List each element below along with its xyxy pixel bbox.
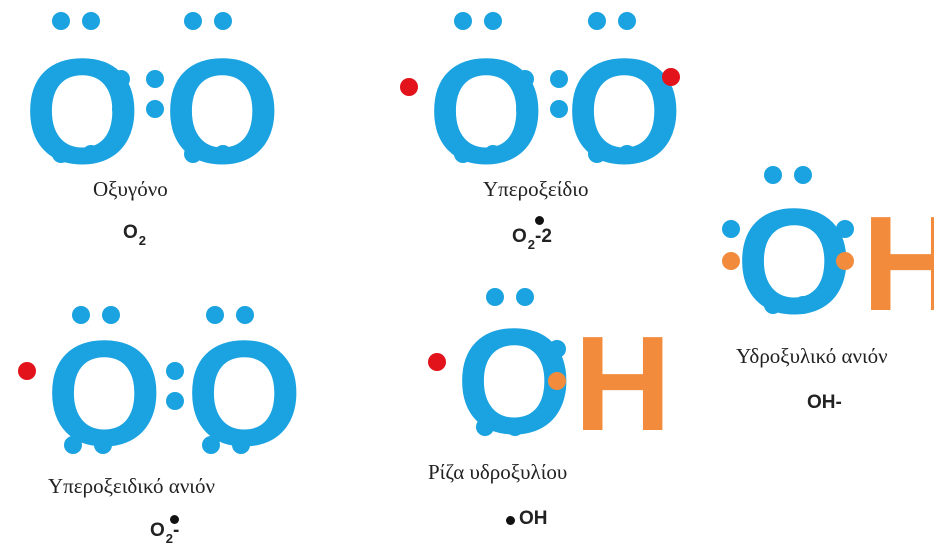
electron-dot bbox=[550, 100, 568, 118]
electron-dot bbox=[184, 12, 202, 30]
oxygen-atom-right: O bbox=[566, 27, 683, 195]
electron-dot bbox=[794, 166, 812, 184]
unpaired-electron-dot bbox=[428, 353, 446, 371]
electron-dot bbox=[82, 12, 100, 30]
hydrogen-atom: H bbox=[862, 188, 934, 339]
electron-dot bbox=[236, 306, 254, 324]
electron-dot bbox=[102, 306, 120, 324]
electron-dot bbox=[764, 166, 782, 184]
electron-dot bbox=[166, 392, 184, 410]
electron-dot bbox=[52, 12, 70, 30]
electron-dot bbox=[134, 392, 152, 410]
electron-dot bbox=[836, 252, 854, 270]
unpaired-electron-dot bbox=[400, 78, 418, 96]
structure-name: Υπεροξείδιο bbox=[483, 177, 589, 201]
formula-main: O bbox=[512, 226, 527, 247]
structure-formula: OH bbox=[519, 508, 548, 530]
radical-dot bbox=[170, 515, 179, 524]
structure-name: Ρίζα υδροξυλίου bbox=[428, 460, 568, 484]
electron-dot bbox=[454, 12, 472, 30]
electron-dot bbox=[64, 436, 82, 454]
electron-dot bbox=[548, 340, 566, 358]
radical-dot bbox=[535, 216, 544, 225]
formula-main: OH bbox=[519, 508, 548, 529]
structure-name: Οξυγόνο bbox=[93, 177, 168, 201]
structure-formula: O2-2 bbox=[512, 226, 552, 252]
electron-dot bbox=[454, 145, 472, 163]
formula-main: OH- bbox=[807, 392, 842, 413]
formula-suffix: - bbox=[173, 520, 180, 541]
electron-dot bbox=[202, 436, 220, 454]
electron-dot bbox=[232, 436, 250, 454]
electron-dot bbox=[82, 145, 100, 163]
electron-dot bbox=[618, 145, 636, 163]
electron-dot bbox=[506, 418, 524, 436]
electron-dot bbox=[722, 220, 740, 238]
electron-dot bbox=[764, 296, 782, 314]
electron-dot bbox=[722, 252, 740, 270]
structure-name: Υδροξυλικό ανιόν bbox=[736, 344, 888, 368]
unpaired-electron-dot bbox=[662, 68, 680, 86]
electron-dot bbox=[516, 288, 534, 306]
electron-dot bbox=[214, 12, 232, 30]
electron-dot bbox=[588, 12, 606, 30]
electron-dot bbox=[484, 12, 502, 30]
electron-dot bbox=[550, 70, 568, 88]
oxygen-atom: O bbox=[736, 177, 853, 345]
electron-dot bbox=[146, 100, 164, 118]
formula-subscript: 2 bbox=[138, 233, 147, 248]
formula-subscript: 2 bbox=[527, 237, 536, 252]
electron-dot bbox=[476, 418, 494, 436]
electron-dot bbox=[146, 70, 164, 88]
oxygen-atom-right: O bbox=[164, 27, 281, 195]
structure-formula: OH- bbox=[807, 392, 842, 414]
electron-dot bbox=[548, 372, 566, 390]
electron-dot bbox=[588, 145, 606, 163]
electron-dot bbox=[214, 145, 232, 163]
hydrogen-atom: H bbox=[574, 308, 672, 459]
electron-dot bbox=[134, 362, 152, 380]
formula-main: O bbox=[150, 520, 165, 541]
electron-dot bbox=[516, 70, 534, 88]
formula-subscript: 2 bbox=[165, 531, 174, 546]
electron-dot bbox=[794, 296, 812, 314]
electron-dot bbox=[166, 362, 184, 380]
electron-dot bbox=[112, 100, 130, 118]
electron-dot bbox=[836, 220, 854, 238]
radical-dot bbox=[506, 516, 515, 525]
electron-dot bbox=[112, 70, 130, 88]
formula-main: O bbox=[123, 222, 138, 243]
electron-dot bbox=[516, 100, 534, 118]
electron-dot bbox=[52, 145, 70, 163]
electron-dot bbox=[618, 12, 636, 30]
formula-suffix: -2 bbox=[535, 226, 552, 247]
structure-formula: O2- bbox=[150, 520, 180, 546]
electron-dot bbox=[184, 145, 202, 163]
electron-dot bbox=[206, 306, 224, 324]
unpaired-electron-dot bbox=[18, 362, 36, 380]
structure-formula: O2 bbox=[123, 222, 146, 248]
electron-dot bbox=[484, 145, 502, 163]
electron-dot bbox=[486, 288, 504, 306]
electron-dot bbox=[94, 436, 112, 454]
electron-dot bbox=[72, 306, 90, 324]
structure-name: Υπεροξειδικό ανιόν bbox=[48, 474, 215, 498]
